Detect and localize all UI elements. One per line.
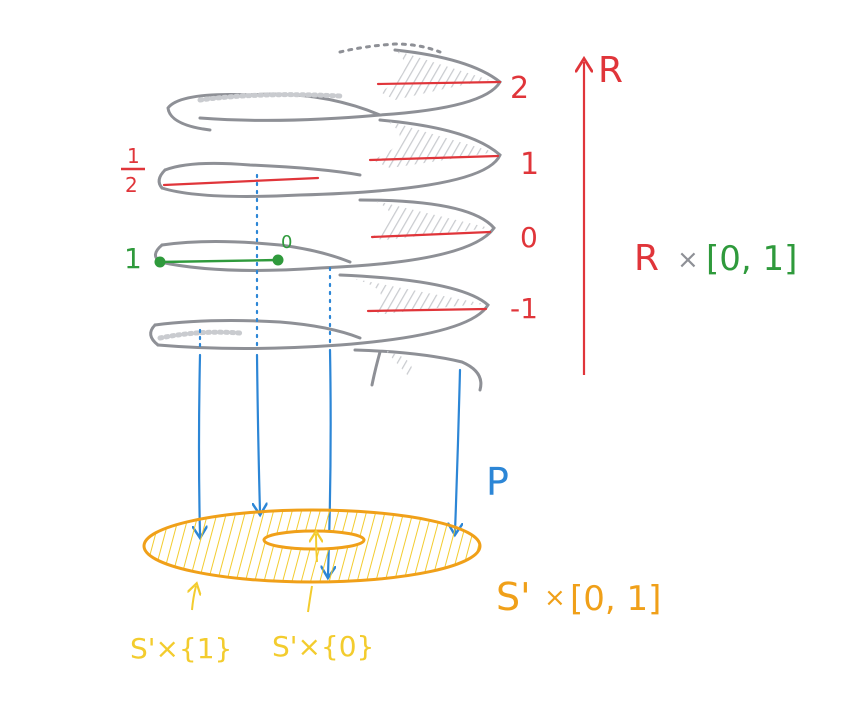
space-label-interval: [0, 1] — [706, 239, 797, 279]
annulus-label-times: × — [544, 583, 566, 613]
annulus-label-interval: [0, 1] — [570, 579, 661, 619]
green-point-1 — [154, 256, 166, 268]
level-line-0 — [370, 230, 492, 239]
helix-turn-0 — [154, 198, 496, 272]
labels: 2 1 0 -1 1 2 1 0 R R × [0, 1] P S' × [0,… — [121, 50, 797, 665]
level-line-1 — [368, 154, 500, 162]
level-label-2: 2 — [510, 71, 529, 106]
level-line-half — [162, 176, 320, 187]
helix-top-tail — [338, 42, 442, 54]
green-point-0 — [272, 254, 284, 266]
helix-turn-m1 — [149, 273, 490, 350]
level-line-2 — [376, 80, 502, 86]
helix-turn-2 — [166, 48, 502, 132]
annulus-inner — [262, 529, 366, 551]
space-label-r: R — [634, 238, 659, 279]
outer-circle-pointer — [192, 586, 196, 611]
green-label-1: 1 — [124, 242, 142, 275]
space-label-times: × — [677, 245, 699, 275]
level-line-m1 — [366, 307, 488, 313]
half-denominator: 2 — [125, 173, 138, 197]
green-segment — [154, 254, 284, 268]
annulus-pointers — [192, 585, 313, 613]
axis-label-r: R — [598, 50, 623, 91]
red-level-lines — [162, 80, 502, 313]
projection-arrow-2 — [257, 353, 260, 512]
annulus-label-s: S' — [496, 575, 531, 619]
outer-circle-label: S'×{1} — [130, 632, 232, 665]
level-label-m1: -1 — [510, 292, 538, 325]
projection-label-p: P — [486, 460, 509, 504]
level-label-0: 0 — [520, 221, 538, 254]
inner-circle-label: S'×{0} — [272, 630, 374, 663]
level-label-1: 1 — [520, 147, 539, 182]
projection-arrow-4 — [455, 368, 460, 532]
helicoid — [149, 42, 502, 392]
inner-circle-pointer — [307, 585, 313, 613]
annulus — [142, 508, 482, 584]
green-label-0: 0 — [281, 232, 292, 253]
annulus-inner-arrow — [316, 534, 317, 563]
half-numerator: 1 — [127, 144, 140, 168]
projection-arrow-1 — [199, 353, 200, 535]
helix-bottom-tail — [353, 348, 483, 392]
